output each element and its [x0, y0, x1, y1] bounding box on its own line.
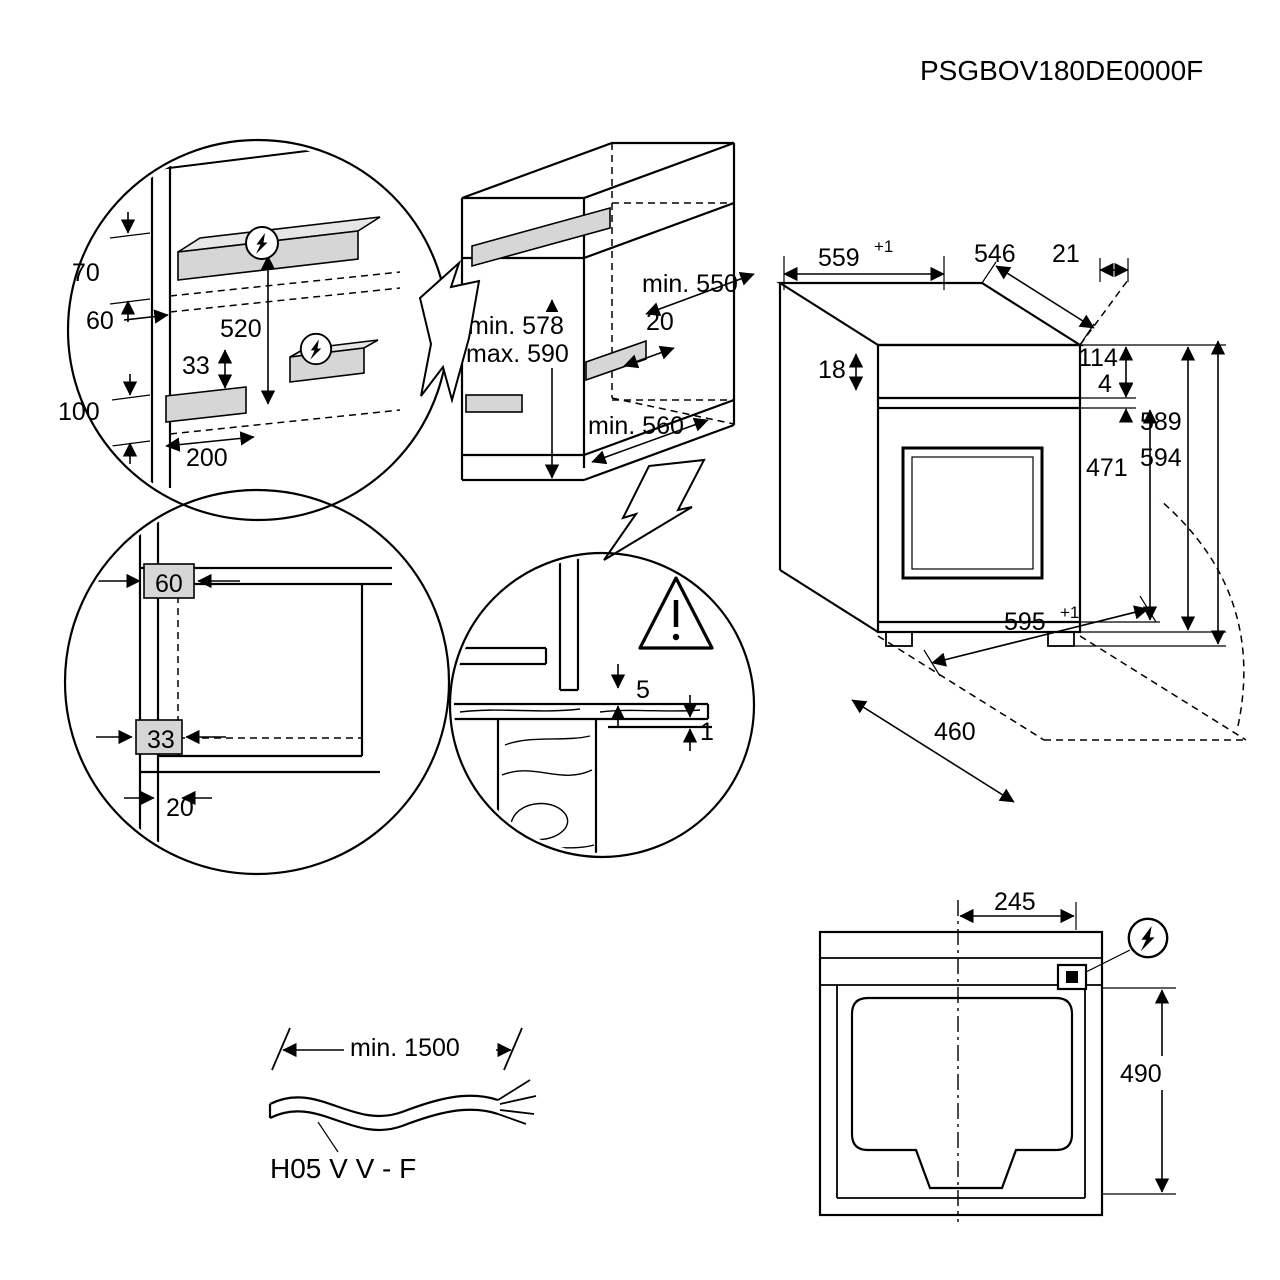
dim-559-label: 559	[818, 244, 860, 272]
door-seal-outline	[850, 996, 1074, 1190]
dim-min560-label: min. 560	[588, 412, 684, 440]
cable-length-label: min. 1500	[350, 1034, 460, 1062]
detail-bottom-left: 60 33 20	[63, 488, 451, 876]
dim-21-label: 21	[1052, 240, 1080, 268]
oven-drawing: 559 +1 546 21 18 114 4 471 589	[776, 237, 1247, 803]
dim-max590-label: max. 590	[466, 340, 569, 368]
dim-589-label: 589	[1140, 408, 1182, 436]
cable-line	[269, 1094, 499, 1118]
dim-559-sup: +1	[874, 237, 893, 256]
dim-546-label: 546	[974, 240, 1016, 268]
callout-wedge	[418, 259, 481, 404]
dim-595-label: 595	[1004, 608, 1046, 636]
detail-top-left: 70 60 520 33 100 200	[58, 138, 450, 522]
dim-70-label: 70	[72, 259, 100, 287]
dim-min578-label: min. 578	[468, 312, 564, 340]
detail-bottom-left-art	[96, 502, 392, 860]
dim-60-label: 60	[86, 307, 114, 335]
dim-20-label: 20	[646, 308, 674, 336]
dim-100-label: 100	[58, 398, 100, 426]
dim-114-label: 114	[1078, 344, 1118, 372]
detail-circle-outline	[63, 488, 451, 876]
lightning-icon	[299, 332, 333, 366]
dim-5-label: 5	[636, 676, 650, 704]
dim-471-label: 471	[1086, 454, 1128, 482]
oven-foot	[1047, 631, 1075, 647]
dim-33-label: 33	[147, 726, 175, 754]
detail-circle-outline	[448, 551, 756, 859]
dim-4-label: 4	[1098, 370, 1112, 398]
warning-icon	[638, 576, 714, 650]
doc-code: PSGBOV180DE0000F	[920, 55, 1203, 86]
dim-245-label: 245	[994, 888, 1036, 916]
dim-520-label: 520	[220, 315, 262, 343]
oven-door-window	[901, 446, 1044, 580]
detail-gap: 5 1	[448, 458, 756, 859]
oven-foot	[885, 631, 913, 647]
dim-595-sup: +1	[1060, 603, 1079, 622]
dim-594-label: 594	[1140, 444, 1182, 472]
dim-60-label: 60	[155, 570, 183, 598]
lightning-icon	[1127, 917, 1169, 959]
top-view-drawing: 245 490	[818, 888, 1182, 1222]
connection-zone-shade	[471, 206, 611, 268]
cable-type-label: H05 V V - F	[270, 1153, 416, 1184]
lightning-icon	[245, 226, 279, 260]
dim-18-label: 18	[818, 356, 846, 384]
dim-min550-label: min. 550	[642, 270, 738, 298]
door-swing-arc	[1159, 499, 1245, 727]
dim-33-label: 33	[182, 352, 210, 380]
cable-drawing: min. 1500 H05 V V - F	[268, 1027, 537, 1184]
dim-200-label: 200	[186, 444, 228, 472]
dim-20-label: 20	[166, 794, 194, 822]
connection-zone-shade	[465, 394, 523, 413]
callout-wedge	[603, 458, 706, 561]
dim-1-label: 1	[700, 718, 714, 746]
cabinet-drawing: min. 550 20 min. 578 max. 590 min. 560	[460, 141, 755, 482]
dim-460-label: 460	[934, 718, 976, 746]
dim-490-label: 490	[1120, 1060, 1162, 1088]
